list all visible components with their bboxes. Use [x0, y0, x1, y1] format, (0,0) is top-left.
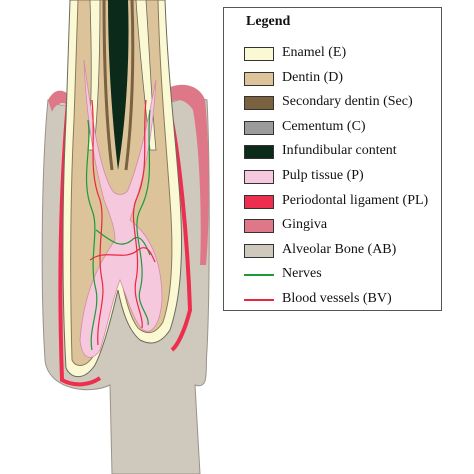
- legend-color-swatch: [244, 71, 274, 86]
- nerve: [95, 229, 151, 256]
- legend-color-swatch: [244, 243, 274, 258]
- gingiva-left: [48, 90, 72, 112]
- legend-label: Gingiva: [282, 217, 328, 233]
- legend-label: Secondary dentin (Sec): [282, 94, 413, 110]
- nerve: [136, 109, 151, 326]
- legend-color-swatch: [244, 170, 274, 184]
- legend-color-swatch: [244, 194, 274, 209]
- legend-label: Periodontal ligament (PL): [282, 192, 429, 208]
- legend-color-swatch: [244, 145, 274, 160]
- legend-label: Infundibular content: [282, 143, 397, 159]
- legend-color-swatch: [244, 120, 274, 135]
- blood-vessel: [89, 247, 156, 263]
- blood-vessel: [132, 99, 147, 329]
- legend-label: Cementum (C): [282, 118, 366, 134]
- legend-title: Legend: [246, 14, 291, 29]
- nerve: [85, 119, 98, 351]
- legend-color-swatch: [244, 219, 274, 234]
- legend-box: Legend Enamel (E) Dentin (D) Secondary den…: [223, 7, 442, 311]
- legend-line-swatch: [244, 299, 274, 301]
- legend-color-swatch: [244, 96, 274, 111]
- legend-color-swatch: [244, 47, 274, 61]
- legend-label: Alveolar Bone (AB): [282, 241, 397, 257]
- secondary-dentin: [102, 0, 114, 171]
- blood-vessel: [91, 99, 104, 346]
- legend-line-swatch: [244, 274, 274, 277]
- legend-label: Pulp tissue (P): [282, 168, 364, 183]
- legend-label: Dentin (D): [282, 69, 344, 85]
- legend-label: Blood vessels (BV): [282, 291, 392, 306]
- legend-label: Enamel (E): [282, 45, 347, 60]
- gingiva-right: [165, 84, 209, 265]
- secondary-dentin-right: [124, 0, 135, 171]
- legend-label: Nerves: [282, 266, 322, 282]
- infundibular-content: [108, 0, 129, 170]
